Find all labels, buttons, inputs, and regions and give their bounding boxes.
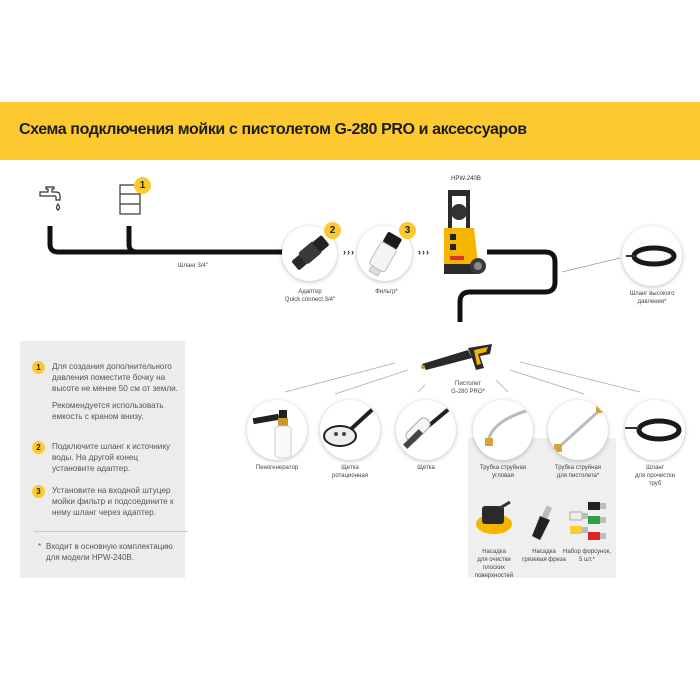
gun-lance-icon bbox=[554, 406, 603, 452]
angled-lance-icon bbox=[485, 408, 530, 446]
spray-gun-icon bbox=[421, 344, 492, 370]
rotary-brush-icon bbox=[323, 406, 376, 447]
instruction-step-1: 1 Для создания дополнительного давления … bbox=[32, 361, 182, 428]
footnote: * Входит в основную комплектацию для мод… bbox=[38, 541, 186, 563]
hose-label: Шланг 3/4" bbox=[178, 263, 208, 269]
instruction-step-3: 3 Установите на входной штуцер мойки фил… bbox=[32, 485, 182, 524]
arrows-1: ››› bbox=[343, 247, 355, 257]
step-text: Для создания дополнительного давления по… bbox=[52, 362, 178, 393]
filter-badge: 3 bbox=[399, 222, 416, 239]
step-text: Подключите шланг к источнику воды. На др… bbox=[52, 442, 171, 473]
accessory-label-brush: Щетка bbox=[417, 465, 435, 471]
turbo-nozzle-icon bbox=[532, 506, 553, 540]
gun-pointers bbox=[284, 361, 641, 395]
extra-label-nozzle-set: Набор форсунок, 5 шт.* bbox=[563, 549, 611, 563]
panel-divider bbox=[34, 531, 188, 532]
filter-icon bbox=[368, 232, 402, 277]
step-badge: 2 bbox=[32, 441, 45, 454]
high-pressure-hose-circle bbox=[622, 226, 682, 286]
high-pressure-hose-label: Шланг высокого давления* bbox=[629, 291, 675, 305]
rotary-brush-circle bbox=[320, 400, 380, 460]
supply-hose bbox=[47, 226, 290, 255]
accessory-label-pipe-hose: Шланг для прочистки труб bbox=[635, 465, 675, 487]
accessory-label-rotary-brush: Щетка ротационная bbox=[332, 465, 368, 479]
brush-icon bbox=[403, 406, 452, 449]
barrel-badge: 1 bbox=[134, 177, 151, 194]
step-badge: 1 bbox=[32, 361, 45, 374]
washer-model-label: HPW-240B bbox=[451, 176, 481, 182]
title-banner: Схема подключения мойки с пистолетом G-2… bbox=[0, 102, 700, 160]
hose-pointer bbox=[561, 257, 621, 273]
step-text: Установите на входной штуцер мойки фильт… bbox=[52, 486, 174, 517]
page-title: Схема подключения мойки с пистолетом G-2… bbox=[19, 121, 527, 138]
arrows-2: ››› bbox=[418, 247, 430, 257]
step-text: Рекомендуется использовать емкость с кра… bbox=[52, 401, 164, 421]
filter-label: Фильтр* bbox=[375, 289, 398, 295]
gun-circle bbox=[418, 322, 498, 402]
high-pressure-hose-line bbox=[457, 249, 558, 322]
water-tap-icon bbox=[39, 186, 61, 211]
accessory-label-foam: Пеногенератор bbox=[255, 465, 299, 471]
pipe-cleaning-hose-icon bbox=[625, 418, 682, 442]
accessory-label-angled-lance: Трубка струйная угловая bbox=[479, 465, 527, 479]
footnote-text: Входит в основную комплектацию для модел… bbox=[46, 542, 173, 562]
footnote-star: * bbox=[38, 542, 42, 551]
coiled-hose-icon bbox=[626, 245, 677, 267]
adapter-badge: 2 bbox=[324, 222, 341, 239]
foam-generator-icon bbox=[252, 410, 292, 459]
gun-lance-circle bbox=[548, 400, 608, 460]
pipe-hose-circle bbox=[625, 400, 685, 460]
step-badge: 3 bbox=[32, 485, 45, 498]
foam-generator-circle bbox=[247, 400, 307, 460]
extra-label-turbo-nozzle: Насадка грязевая фреза bbox=[522, 549, 566, 563]
pressure-washer-icon bbox=[444, 190, 486, 274]
barrel-hose bbox=[126, 226, 138, 255]
adapter-icon bbox=[292, 235, 329, 270]
surface-cleaner-icon bbox=[476, 500, 512, 534]
gun-label: Пистолет G-280 PRO* bbox=[451, 381, 485, 395]
instruction-step-2: 2 Подключите шланг к источнику воды. На … bbox=[32, 441, 182, 480]
accessory-label-gun-lance: Трубка струйная для пистолета* bbox=[554, 465, 602, 479]
barrel-icon bbox=[119, 184, 141, 215]
brush-circle bbox=[396, 400, 456, 460]
instructions-panel: 1 Для создания дополнительного давления … bbox=[20, 341, 188, 578]
adapter-label: Адаптер Quick connect 3/4" bbox=[284, 289, 336, 303]
nozzle-set-icon bbox=[569, 502, 606, 540]
extra-label-surface-cleaner: Насадка для очистки плоских поверхностей bbox=[474, 549, 514, 579]
angled-lance-circle bbox=[473, 400, 533, 460]
